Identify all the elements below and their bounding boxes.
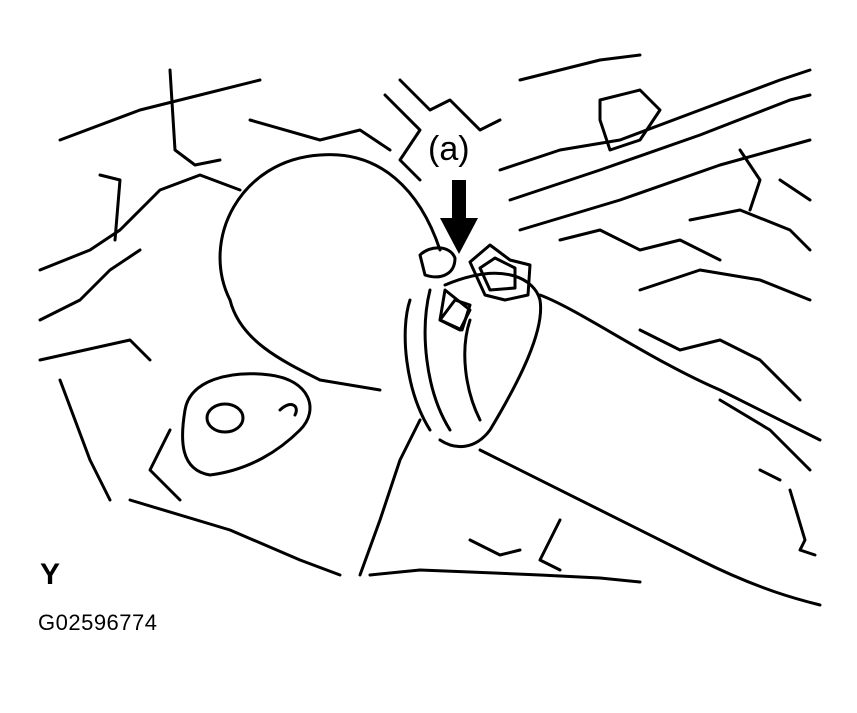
engine-part-outline — [688, 208, 812, 252]
engine-part-outline — [498, 68, 812, 172]
upper-hose — [228, 298, 382, 392]
engine-part-outline — [38, 173, 242, 272]
engine-part-outline — [598, 88, 662, 152]
engine-part-outline — [738, 148, 762, 212]
engine-part-outline — [358, 418, 422, 577]
view-letter: Y — [40, 558, 61, 591]
engine-part-outline — [398, 78, 502, 132]
clamp-tab — [418, 246, 457, 279]
hose-clamp-band — [403, 298, 432, 432]
engine-part-outline — [38, 338, 152, 362]
engine-part-outline — [58, 78, 262, 142]
callout-label: (a) — [428, 130, 470, 168]
hose-bracket — [181, 372, 312, 477]
hose-bracket — [278, 403, 298, 417]
engine-part-outline — [718, 398, 812, 472]
main-hose — [538, 293, 822, 442]
engine-part-outline — [38, 248, 142, 322]
main-hose — [478, 448, 822, 607]
figure-code: G02596774 — [38, 610, 158, 635]
hose-clamp-band — [438, 271, 543, 449]
clamp-tab — [468, 243, 532, 302]
clamp-tab — [478, 256, 517, 292]
engine-part-outline — [518, 53, 642, 82]
engine-part-outline — [558, 228, 722, 262]
engine-part-outline — [168, 68, 222, 167]
engine-part-outline — [538, 518, 562, 572]
engine-part-outline — [128, 498, 342, 577]
hose-clamp-band — [423, 288, 452, 432]
engine-part-outline — [778, 178, 812, 202]
clamp-tab — [438, 288, 472, 332]
engine-part-outline — [368, 568, 642, 584]
engine-part-outline — [638, 328, 802, 402]
bolt-hole — [205, 402, 245, 434]
hose-clamp-band — [463, 318, 482, 422]
down-arrow-icon — [440, 180, 478, 254]
engine-part-outline — [383, 93, 422, 182]
engine-part-outline — [148, 428, 182, 502]
engine-part-outline — [508, 93, 812, 202]
engine-part-outline — [468, 538, 522, 557]
engine-part-outline — [248, 118, 392, 152]
engine-part-outline — [758, 468, 782, 482]
upper-hose — [218, 153, 442, 302]
engine-part-outline — [98, 173, 122, 242]
engine-part-outline — [788, 488, 817, 557]
engine-part-outline — [638, 268, 812, 302]
engine-part-outline — [518, 138, 812, 232]
engine-part-outline — [58, 378, 112, 502]
